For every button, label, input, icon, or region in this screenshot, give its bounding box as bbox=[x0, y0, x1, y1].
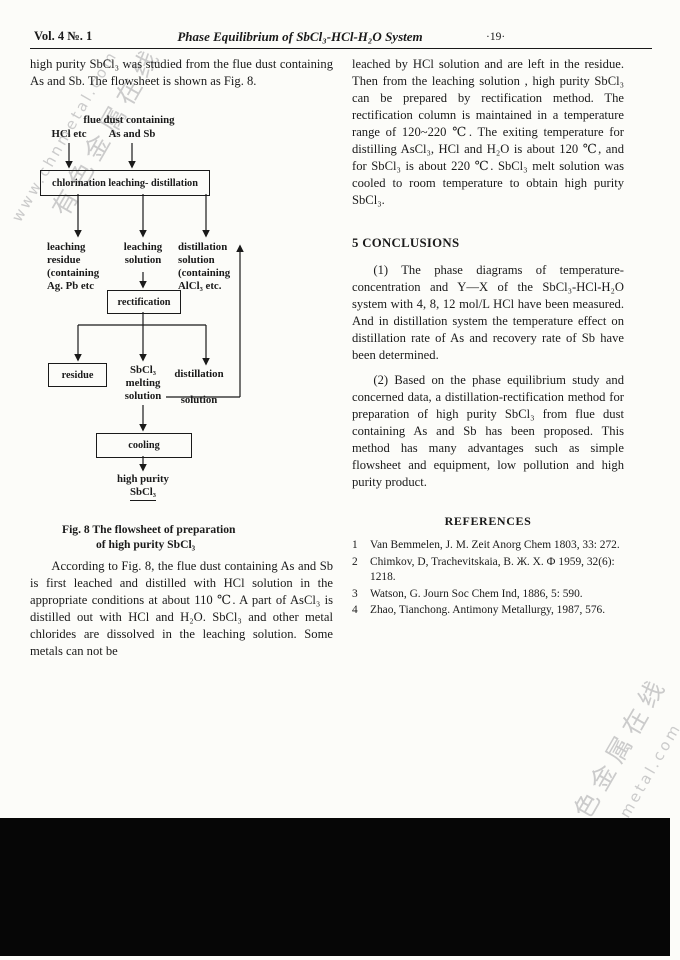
scan-black-band bbox=[0, 818, 670, 956]
flowchart-box-cooling: cooling bbox=[96, 433, 192, 458]
reference-number: 4 bbox=[352, 604, 358, 616]
flowchart-branch-leaching-residue: leaching residue (containing Ag. Pb etc bbox=[47, 241, 100, 292]
reference-text: Chimkov, D, Trachevitskaia, B. Ж. X. Ф 1… bbox=[370, 555, 615, 584]
flowchart-product-line1: high purity bbox=[117, 473, 169, 485]
figure-caption-line1: Fig. 8 The flowsheet of preparation bbox=[62, 523, 236, 536]
reference-item: 3 Watson, G. Journ Soc Chem Ind, 1886, 5… bbox=[352, 587, 624, 603]
flowchart-box-residue: residue bbox=[48, 363, 107, 387]
flowchart-out-distillation-line1: distillation bbox=[174, 368, 224, 380]
flowchart-product-line2: SbCl₃ bbox=[113, 486, 173, 501]
references-list: 1 Van Bemmelen, J. M. Zeit Anorg Chem 18… bbox=[352, 538, 624, 620]
header-rule bbox=[30, 48, 652, 50]
running-title: Phase Equilibrium of SbCl₃-HCl-H₂O Syste… bbox=[177, 29, 423, 44]
conclusions-heading: 5 CONCLUSIONS bbox=[352, 236, 460, 250]
reference-number: 1 bbox=[352, 539, 358, 551]
reference-item: 4 Zhao, Tianchong. Antimony Metallurgy, … bbox=[352, 603, 624, 619]
flowchart-branch-leaching-solution: leaching solution bbox=[123, 241, 163, 266]
figure-caption-line2: of high purity SbCl₃ bbox=[96, 538, 196, 551]
flowchart-out-distillation-solution: distillation solution bbox=[163, 368, 235, 407]
page-number: ·19· bbox=[486, 31, 506, 43]
flowchart-product-name: SbCl₃ bbox=[129, 486, 157, 501]
reference-item: 1 Van Bemmelen, J. M. Zeit Anorg Chem 18… bbox=[352, 538, 624, 554]
flowchart-box-chlorination: chlorination leaching- distillation bbox=[40, 170, 210, 196]
flowchart-top-label: flue dust containing bbox=[83, 114, 175, 126]
journal-volume: Vol. 4 №. 1 bbox=[34, 29, 93, 43]
flowchart-connectors bbox=[65, 143, 244, 472]
flowchart-box-rectification: rectification bbox=[107, 290, 181, 314]
conclusion-paragraph-2: (2) Based on the phase equilibrium study… bbox=[352, 373, 624, 489]
flowchart-figure: flue dust containing HCl etc As and Sb c… bbox=[30, 113, 340, 508]
flowchart-input-dust: As and Sb bbox=[108, 128, 156, 140]
flowchart-out-melting-solution: SbCl₃ melting solution bbox=[124, 364, 162, 402]
reference-text: Zhao, Tianchong. Antimony Metallurgy, 19… bbox=[370, 604, 606, 616]
conclusion-paragraph-1: (1) The phase diagrams of temperature-co… bbox=[352, 263, 624, 362]
reference-number: 3 bbox=[352, 587, 358, 600]
left-body-paragraph: According to Fig. 8, the flue dust conta… bbox=[30, 559, 333, 658]
flowchart-out-distillation-line2: solution bbox=[180, 394, 218, 406]
figure-caption: Fig. 8 The flowsheet of preparation of h… bbox=[62, 522, 332, 552]
reference-text: Van Bemmelen, J. M. Zeit Anorg Chem 1803… bbox=[370, 539, 620, 551]
flowchart-input-hcl: HCl etc bbox=[51, 128, 87, 140]
left-intro-paragraph: high purity SbCl₃ was studied from the f… bbox=[30, 57, 333, 88]
flowchart-branch-distillation-solution: distillation solution (containing AlCl₃ … bbox=[178, 241, 231, 292]
reference-text: Watson, G. Journ Soc Chem Ind, 1886, 5: … bbox=[370, 587, 583, 600]
references-heading: REFERENCES bbox=[444, 514, 532, 528]
reference-item: 2 Chimkov, D, Trachevitskaia, B. Ж. X. Ф… bbox=[352, 555, 624, 586]
right-paragraph-1: leached by HCl solution and are left in … bbox=[352, 57, 624, 207]
reference-number: 2 bbox=[352, 555, 358, 568]
